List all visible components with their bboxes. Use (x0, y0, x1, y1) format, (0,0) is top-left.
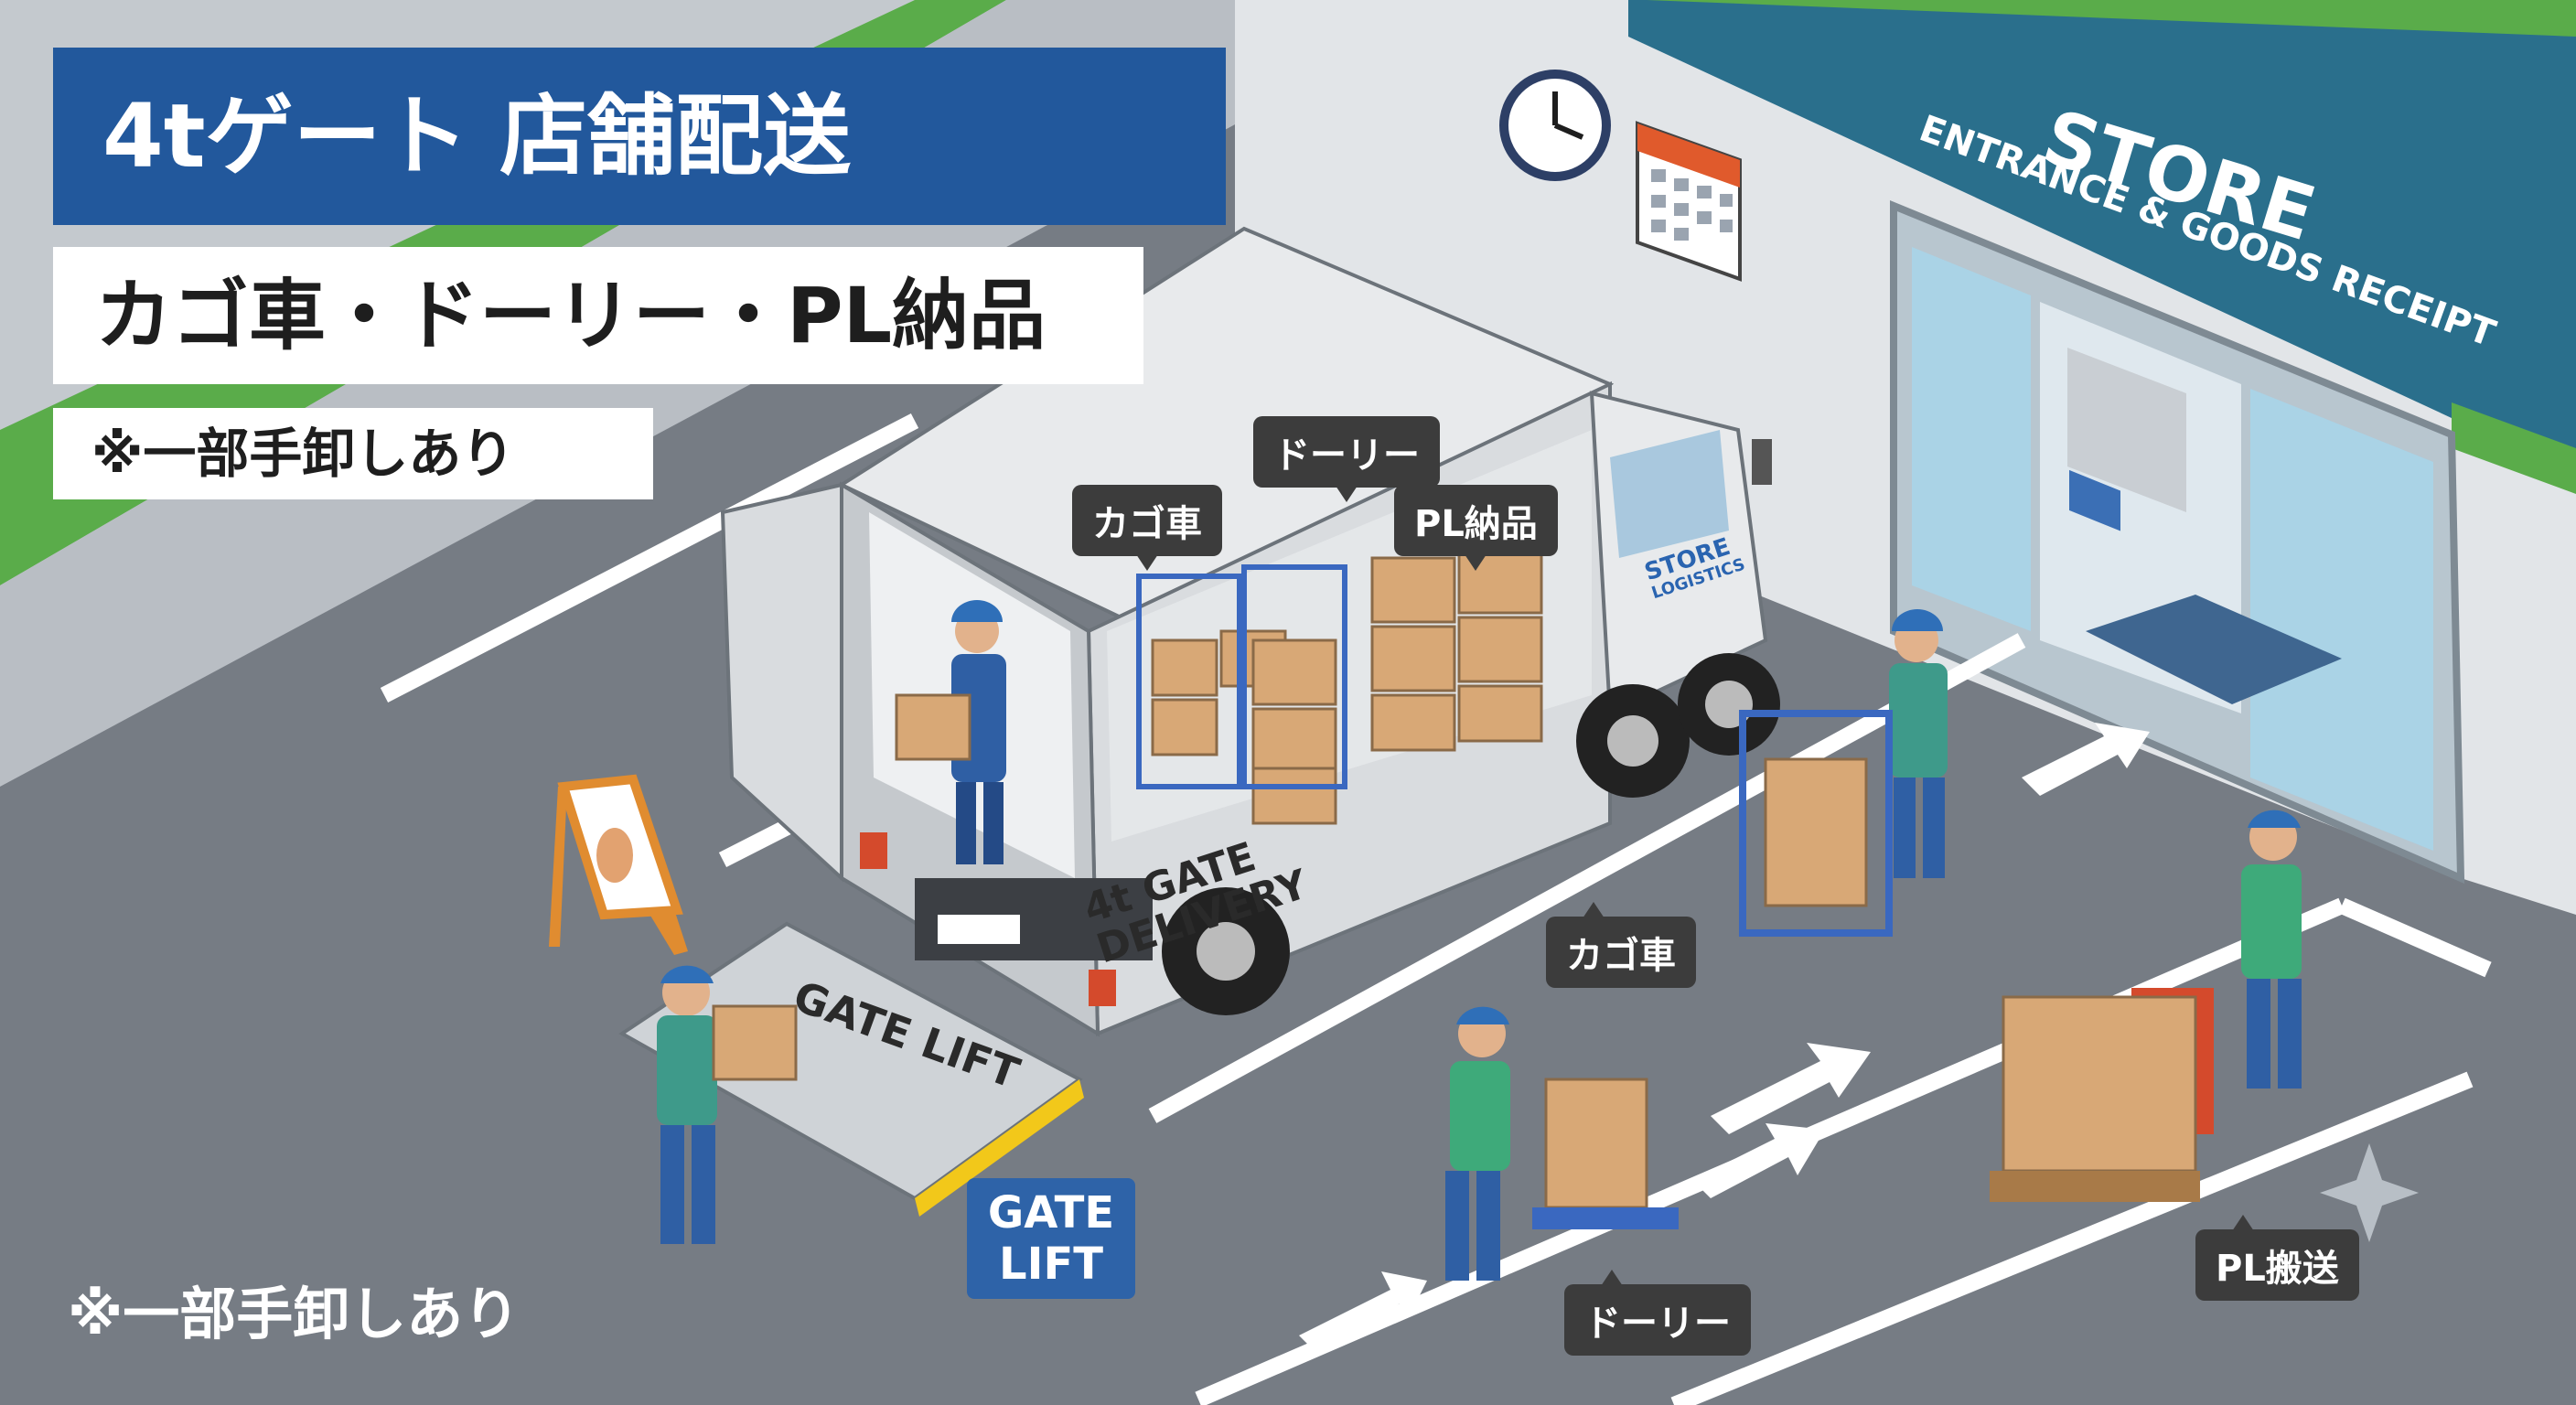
gate-lift-badge-line2: LIFT (999, 1239, 1103, 1290)
sparkle-icon (2320, 1143, 2419, 1242)
gate-lift-badge-line1: GATE (987, 1187, 1115, 1239)
worker-pallet (1990, 810, 2302, 1202)
cab-window (1610, 430, 1729, 558)
sign-green-accent (2452, 402, 2576, 494)
worker-gate (657, 965, 798, 1244)
page-title: 4tゲート 店舗配送 (53, 48, 1226, 225)
truck (618, 226, 1780, 1217)
bottom-note: ※一部手卸しあり (68, 1281, 521, 1347)
truck-cart-frames (1136, 564, 1347, 789)
callout-floor-dolly: ドーリー (1564, 1270, 1751, 1356)
page-subtitle: カゴ車・ドーリー・PL納品 (53, 247, 1143, 384)
title-note: ※一部手卸しあり (53, 408, 653, 499)
truck-rear-door (720, 482, 843, 883)
pallet-boxes (2002, 995, 2197, 1173)
callout-truck-pl: PL納品 (1394, 485, 1558, 571)
callout-truck-cart: カゴ車 (1072, 485, 1222, 571)
callout-floor-pl: PL搬送 (2195, 1215, 2359, 1301)
stop-hand-icon (549, 774, 688, 955)
worker-cart (1739, 609, 1948, 937)
store-sign-band (1628, 0, 2576, 476)
truck-wheels (1162, 653, 1780, 1015)
callout-floor-cart: カゴ車 (1546, 902, 1696, 988)
floor-mat (2086, 595, 2342, 704)
calendar-icon (1636, 121, 1742, 282)
worker-dolly (1445, 1006, 1679, 1281)
truck-cargo-boxes (1151, 547, 1543, 825)
callout-truck-dolly: ドーリー (1253, 416, 1440, 502)
roll-cage-cart (1739, 710, 1893, 937)
arrow-icon (1299, 723, 2150, 1354)
wall-clock-icon (1499, 70, 1611, 181)
gate-lift-badge: GATE LIFT (967, 1178, 1135, 1299)
dolly-boxes (1544, 1078, 1648, 1209)
worker-truck (895, 600, 1006, 864)
